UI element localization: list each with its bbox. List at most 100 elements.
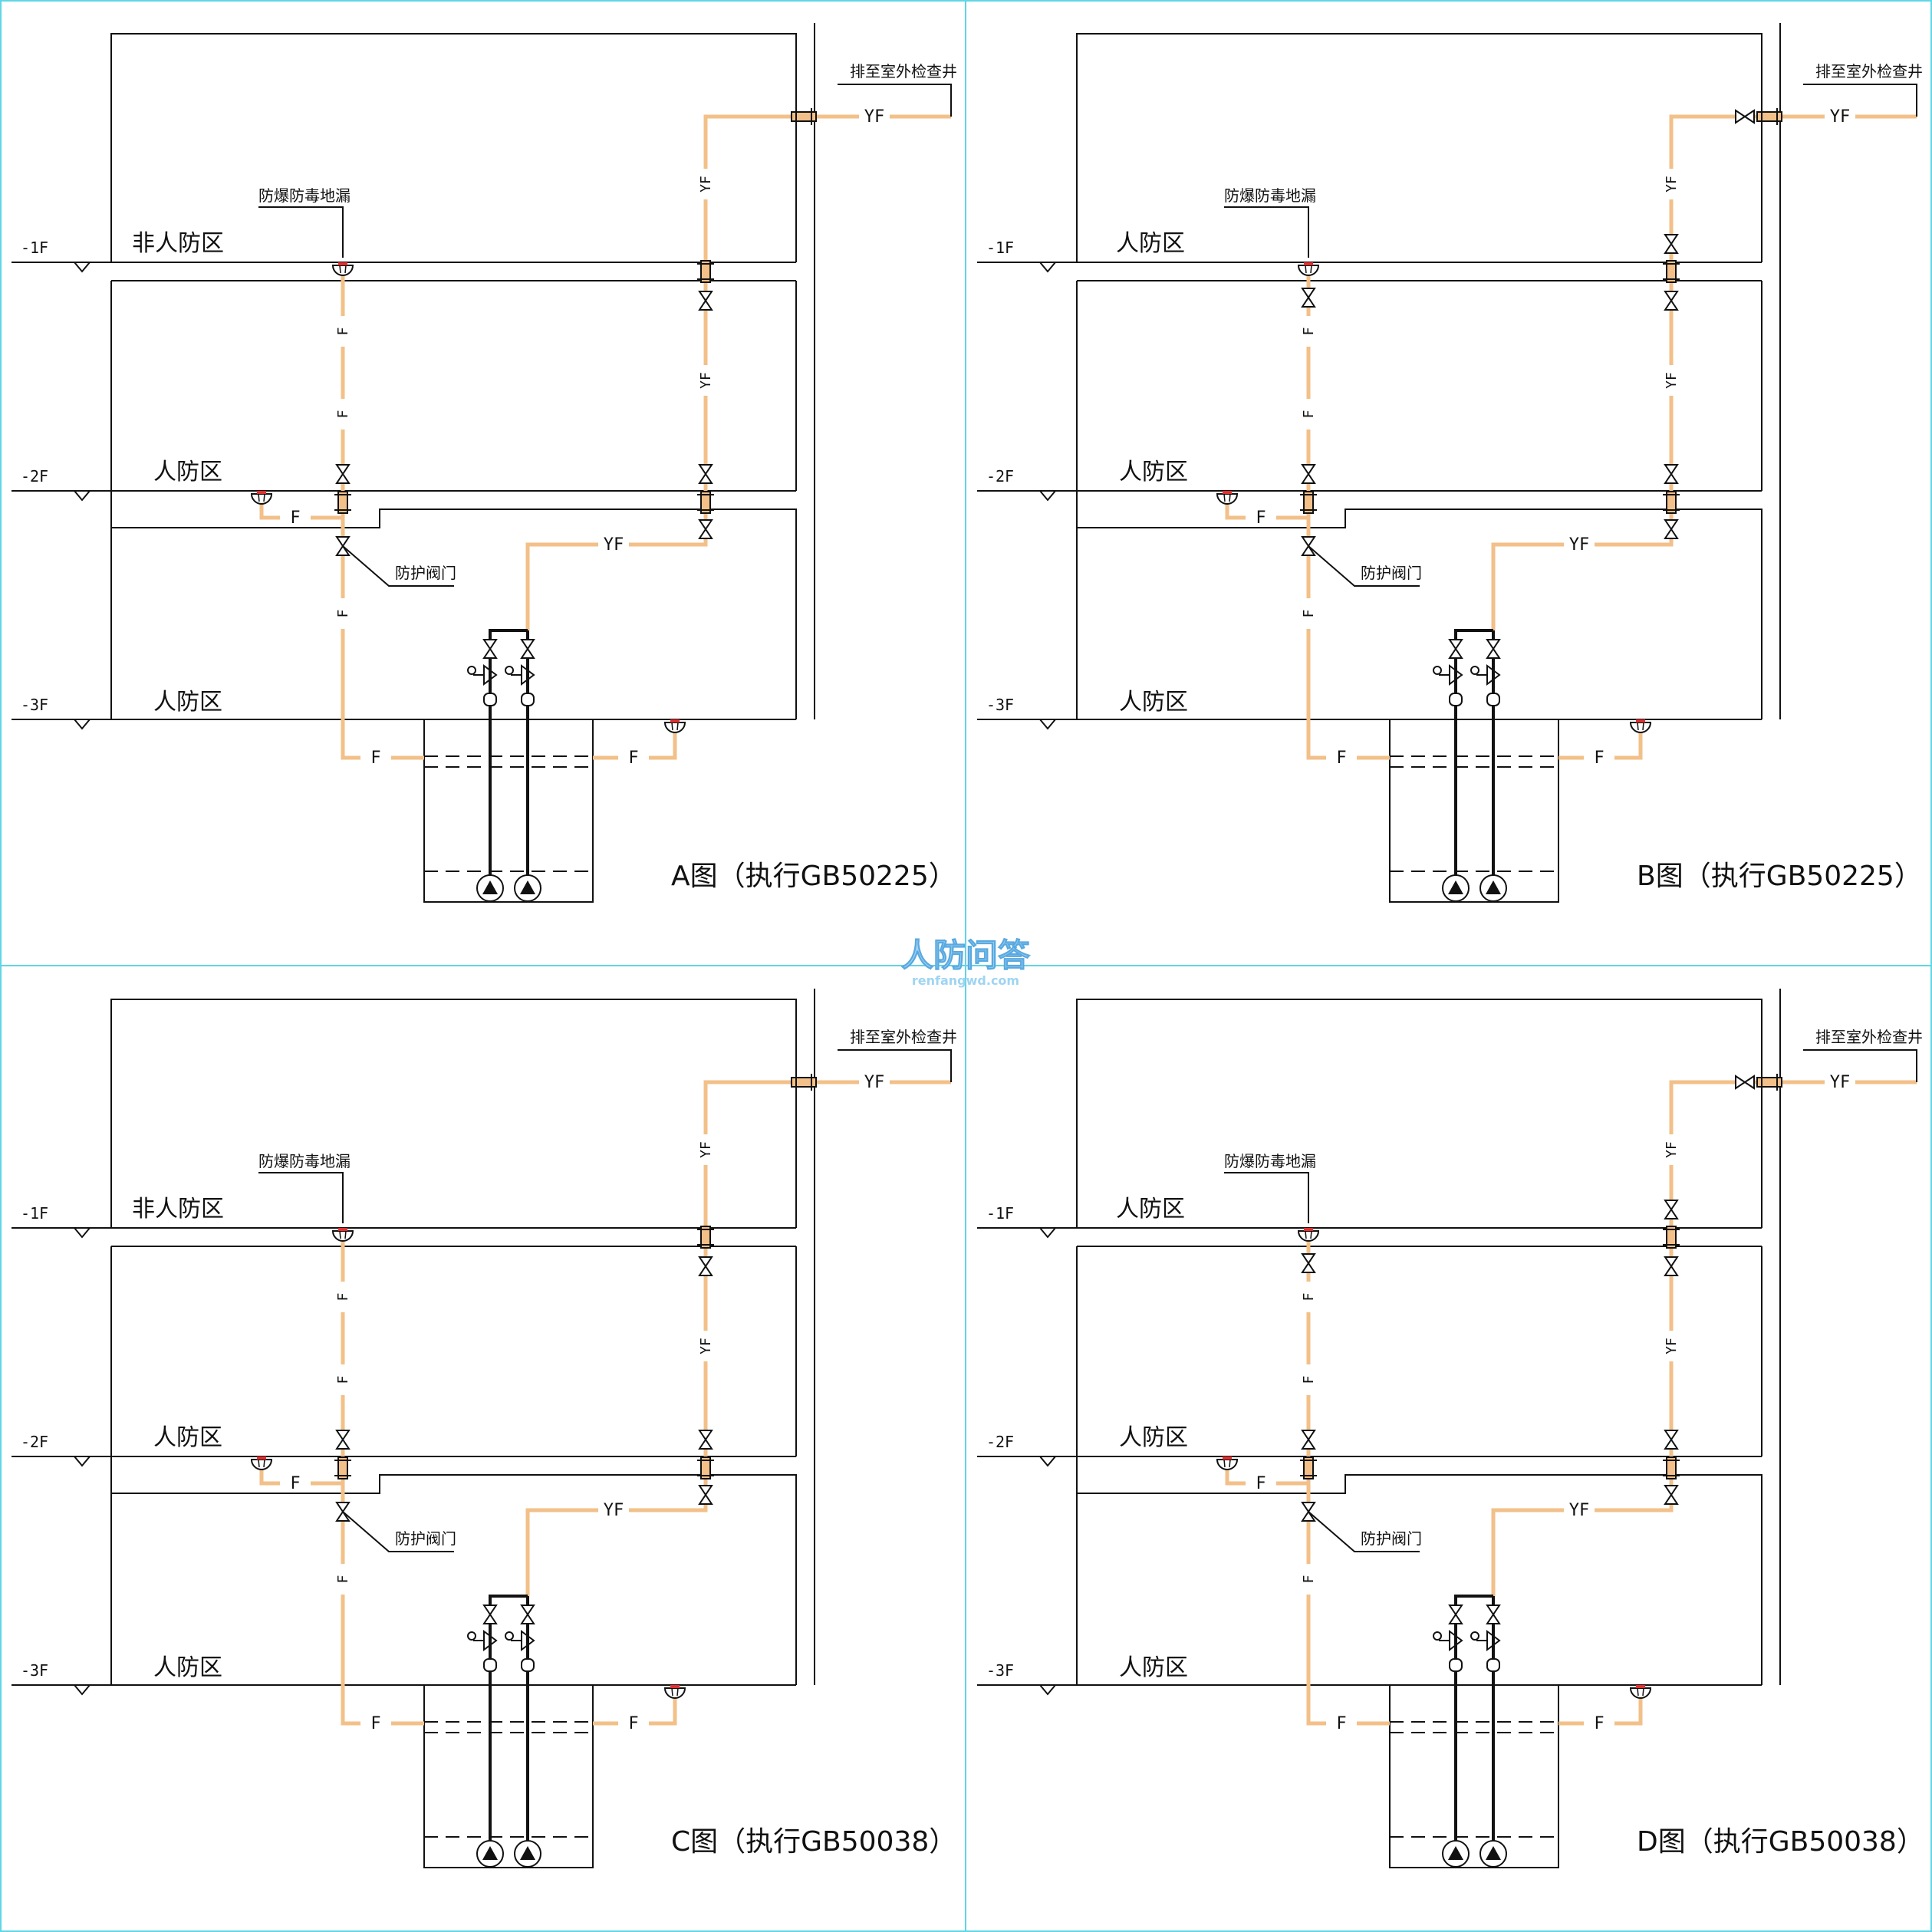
label-gap xyxy=(1584,749,1614,767)
label-gap xyxy=(360,749,391,767)
gate-valve-icon xyxy=(1486,639,1501,659)
pipe-label-yf: YF xyxy=(1664,176,1680,193)
panel-caption: D图（执行GB50038） xyxy=(1637,1826,1924,1858)
watermark: 人防问答 renfangwd.com xyxy=(900,936,1031,989)
drain-hatch xyxy=(1305,265,1307,274)
label-gap xyxy=(1825,1073,1855,1091)
label-valve: 防护阀门 xyxy=(395,564,456,582)
gate-valve-icon xyxy=(1301,1430,1316,1450)
level-triangle-icon xyxy=(72,262,92,273)
pipe-f-2f-branch xyxy=(1225,1466,1308,1486)
wall-sleeve-icon xyxy=(697,1456,714,1479)
label-gap xyxy=(1664,169,1678,199)
leader-line xyxy=(258,206,344,258)
level-triangle-icon xyxy=(72,490,92,502)
pipe-label-yf: YF xyxy=(1569,535,1590,555)
level-triangle-icon xyxy=(1038,262,1058,273)
label-outdoor: 排至室外检查井 xyxy=(1815,1028,1923,1046)
wall-sleeve-icon xyxy=(1663,491,1680,514)
gate-valve-icon xyxy=(1664,291,1679,311)
pipe-label-yf: YF xyxy=(1664,372,1680,389)
gauge-icon xyxy=(467,666,476,675)
pipe-label-yf: YF xyxy=(1569,1501,1590,1520)
pipe-label-yf: YF xyxy=(1830,107,1851,127)
drain-hatch xyxy=(671,1687,673,1697)
building-wall xyxy=(1076,33,1762,262)
drain-hatch xyxy=(339,265,341,274)
label-gap xyxy=(1664,1134,1678,1165)
label-drain: 防爆防毒地漏 xyxy=(1224,186,1316,205)
wall-sleeve-icon xyxy=(697,1226,714,1249)
sump-pit xyxy=(423,1684,594,1868)
pipe-label-f: F xyxy=(1301,327,1317,336)
zone-label-2f: 人防区 xyxy=(153,1424,222,1451)
pump-arrow-icon xyxy=(520,880,535,894)
gate-valve-icon xyxy=(1301,1253,1316,1273)
pump-arrow-icon xyxy=(1486,880,1501,894)
pipe-f-left xyxy=(1306,1242,1390,1726)
label-outdoor: 排至室外检查井 xyxy=(1815,62,1923,81)
pipe-label-yf: YF xyxy=(864,107,885,127)
building-wall xyxy=(1076,999,1762,1228)
pipe-label-f: F xyxy=(1301,610,1317,618)
pipe-label-yf: YF xyxy=(698,1141,714,1158)
pipe-f-left xyxy=(341,1242,424,1726)
gauge-icon xyxy=(1433,666,1442,675)
pipe-label-f: F xyxy=(628,1714,638,1733)
drain-hatch xyxy=(258,493,260,502)
drain-hatch xyxy=(1310,1230,1312,1239)
pump-arrow-icon xyxy=(482,880,498,894)
level-2-label: -2F xyxy=(986,467,1014,485)
pipe-label-f: F xyxy=(628,749,638,768)
drain-hatch xyxy=(1229,1459,1231,1468)
leader-line xyxy=(1308,545,1420,587)
pipe-label-f: F xyxy=(335,1293,351,1302)
gauge-icon xyxy=(467,1631,476,1641)
pump-discharge xyxy=(1454,629,1493,888)
drain-hatch xyxy=(1637,722,1639,731)
watermark-sub: renfangwd.com xyxy=(912,973,1019,988)
drain-hatch xyxy=(339,1230,341,1239)
union-icon xyxy=(521,693,535,706)
pipe-label-f: F xyxy=(370,749,380,768)
label-valve: 防护阀门 xyxy=(395,1529,456,1548)
level-3-label: -3F xyxy=(986,1661,1014,1680)
pipe-yf-main xyxy=(1491,1080,1762,1596)
pipe-label-f: F xyxy=(1336,1714,1346,1733)
gauge-icon xyxy=(1470,666,1479,675)
gate-valve-icon xyxy=(482,1605,498,1624)
panel-caption: B图（执行GB50225） xyxy=(1637,861,1922,892)
leader-line xyxy=(1224,206,1309,258)
gate-valve-icon xyxy=(1664,1256,1679,1276)
level-triangle-icon xyxy=(1038,1227,1058,1239)
pipe-label-yf: YF xyxy=(698,176,714,193)
gate-valve-icon xyxy=(698,1256,713,1276)
leader-line xyxy=(1803,1049,1917,1082)
pipe-label-f: F xyxy=(335,1376,351,1384)
pipe-label-yf: YF xyxy=(604,535,624,555)
zone-label-2f: 人防区 xyxy=(153,459,222,485)
floor-drain-icon xyxy=(331,1228,354,1242)
pipe-label-f: F xyxy=(335,327,351,336)
floor-slab xyxy=(111,509,797,719)
pump-discharge xyxy=(489,1595,528,1854)
pump-arrow-icon xyxy=(1448,880,1463,894)
label-gap xyxy=(336,316,350,347)
label-gap xyxy=(336,1364,350,1395)
sump-pit xyxy=(423,719,594,903)
level-3-label: -3F xyxy=(21,696,48,714)
watermark-main: 人防问答 xyxy=(901,936,1031,974)
drain-hatch xyxy=(676,1687,679,1697)
pipe-yf-main xyxy=(1491,114,1762,630)
gate-valve-icon xyxy=(335,1430,351,1450)
label-outdoor: 排至室外检查井 xyxy=(850,1028,957,1046)
pipe-label-f: F xyxy=(1336,749,1346,768)
label-gap xyxy=(1584,1714,1614,1733)
pump-arrow-icon xyxy=(482,1846,498,1860)
zone-label-3f: 人防区 xyxy=(153,1654,222,1681)
pipe-f-2f-branch xyxy=(259,1466,343,1486)
